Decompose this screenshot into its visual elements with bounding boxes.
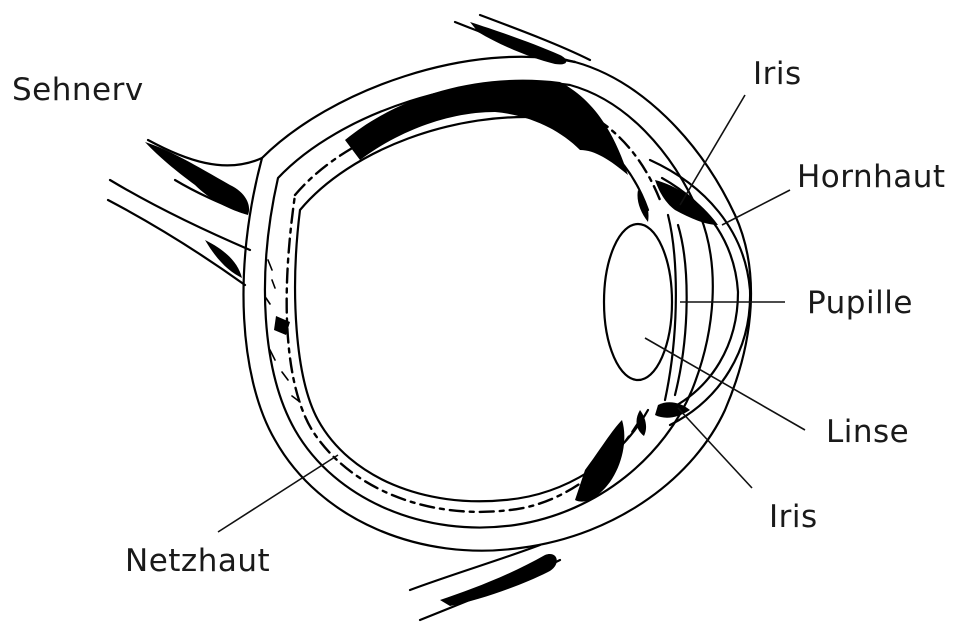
label-retina: Netzhaut <box>125 543 270 579</box>
lens <box>604 224 672 380</box>
label-pupil: Pupille <box>807 285 913 321</box>
muscle-top-outline <box>455 15 590 62</box>
label-lens: Linse <box>826 414 909 450</box>
optic-nerve-lower <box>108 200 245 285</box>
leader-iris-top <box>680 95 745 205</box>
optic-nerve-dark-lower <box>205 240 242 278</box>
vitreous-boundary <box>295 117 648 501</box>
choroid-pigment-top <box>345 80 628 175</box>
muscle-bottom-fill <box>440 554 557 606</box>
label-optic-nerve: Sehnerv <box>12 72 144 108</box>
label-iris-bottom: Iris <box>769 499 818 535</box>
label-iris-top: Iris <box>753 56 802 92</box>
label-cornea: Hornhaut <box>797 159 946 195</box>
muscle-bottom-outline <box>410 545 560 620</box>
choroid-pigment-bottom <box>575 420 624 502</box>
leader-iris-bottom <box>678 408 752 488</box>
